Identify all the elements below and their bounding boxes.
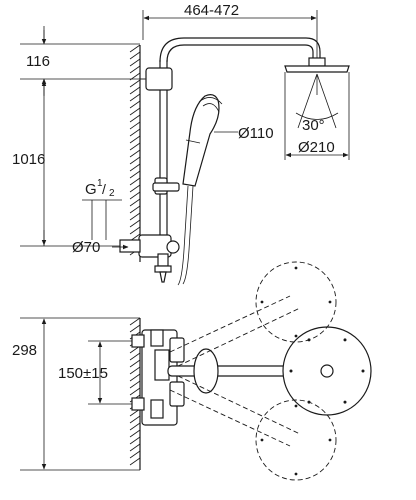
hatch-stroke xyxy=(129,114,141,123)
connection-spacing-label: 150±15 xyxy=(58,365,108,382)
hatch-stroke xyxy=(129,429,141,438)
nozzle-dot xyxy=(260,438,264,442)
thermostat-side xyxy=(119,234,180,283)
hatch-stroke xyxy=(129,317,141,326)
hatch-stroke xyxy=(129,422,141,431)
head-angle-label: 30° xyxy=(302,117,325,134)
hatch-stroke xyxy=(129,65,141,74)
hatch-stroke xyxy=(129,170,141,179)
nozzle-dot xyxy=(260,300,264,304)
plan-hand-shower xyxy=(193,348,219,394)
side-elevation-view: 464-472 116 1016 G 1 / 2 Ø70 xyxy=(12,2,350,286)
nozzle-dot xyxy=(294,334,298,338)
hatch-stroke xyxy=(129,324,141,333)
nozzle-dot xyxy=(294,404,298,408)
plan-head-rotated-down xyxy=(169,375,337,481)
nozzle-dot xyxy=(294,472,298,476)
hatch-stroke xyxy=(129,142,141,151)
hatch-stroke xyxy=(129,107,141,116)
dim-connection-spacing: 150±15 xyxy=(58,340,132,405)
hatch-stroke xyxy=(129,352,141,361)
hatch-stroke xyxy=(129,415,141,424)
thread-fraction-num: 1 xyxy=(97,178,103,189)
hatch-stroke xyxy=(129,373,141,382)
hatch-stroke xyxy=(129,121,141,130)
hatch-stroke xyxy=(129,128,141,137)
hatch-stroke xyxy=(129,156,141,165)
hatch-stroke xyxy=(129,436,141,445)
dim-hand-shower: Ø110 xyxy=(214,125,274,142)
hatch-stroke xyxy=(129,93,141,102)
hatch-stroke xyxy=(129,387,141,396)
hatch-stroke xyxy=(129,219,141,228)
hatch-stroke xyxy=(129,366,141,375)
head-shower xyxy=(284,57,350,160)
wall-hatch xyxy=(129,44,141,262)
nozzle-dot xyxy=(294,266,298,270)
hatch-stroke xyxy=(129,177,141,186)
nozzle-dot xyxy=(343,400,347,404)
hand-shower xyxy=(182,94,223,187)
hatch-stroke xyxy=(129,457,141,466)
hatch-stroke xyxy=(129,184,141,193)
hatch-stroke xyxy=(129,359,141,368)
depth-label: 298 xyxy=(12,342,37,359)
overall-height-label: 1016 xyxy=(12,151,45,168)
dim-depth: 298 xyxy=(12,317,140,471)
hatch-stroke xyxy=(129,443,141,452)
shower-hose xyxy=(177,185,189,286)
dim-arm-reach: 464-472 xyxy=(142,2,318,58)
nozzle-dot xyxy=(361,369,365,373)
hatch-stroke xyxy=(129,79,141,88)
thread-fraction-den: 2 xyxy=(109,188,115,199)
thread-size-label: G xyxy=(85,181,97,198)
hatch-stroke xyxy=(129,86,141,95)
hand-shower-diameter-label: Ø110 xyxy=(238,125,274,142)
plan-head-rotated-up xyxy=(169,261,337,367)
dim-thread: G 1 / 2 xyxy=(82,178,122,240)
dim-outlet: Ø70 xyxy=(72,239,129,256)
plan-view: 298 150±15 xyxy=(12,261,372,481)
hatch-stroke xyxy=(129,51,141,60)
dim-top-offset: 116 xyxy=(20,26,145,95)
hatch-stroke xyxy=(129,135,141,144)
nozzle-dot xyxy=(328,300,332,304)
top-offset-label: 116 xyxy=(26,53,50,70)
nozzle-dot xyxy=(289,369,293,373)
hatch-stroke xyxy=(129,198,141,207)
arm-reach-label: 464-472 xyxy=(184,2,239,19)
hatch-stroke xyxy=(129,100,141,109)
hatch-stroke xyxy=(129,380,141,389)
hatch-stroke xyxy=(129,163,141,172)
nozzle-dot xyxy=(343,338,347,342)
nozzle-dot xyxy=(328,438,332,442)
hatch-stroke xyxy=(129,205,141,214)
hatch-stroke xyxy=(129,226,141,235)
dim-head: 30° Ø210 xyxy=(285,117,349,158)
hatch-stroke xyxy=(129,450,141,459)
hatch-stroke xyxy=(129,191,141,200)
hatch-stroke xyxy=(129,212,141,221)
svg-text:/: / xyxy=(102,181,106,197)
shower-arm xyxy=(159,37,321,63)
outlet-diameter-label: Ø70 xyxy=(72,239,100,256)
hatch-stroke xyxy=(129,149,141,158)
dim-overall-height: 1016 xyxy=(12,80,120,247)
hatch-stroke xyxy=(129,58,141,67)
hatch-stroke xyxy=(129,44,141,53)
head-diameter-label: Ø210 xyxy=(298,139,335,156)
thermostat-plan xyxy=(131,329,185,426)
wall-bracket-top xyxy=(145,67,173,91)
